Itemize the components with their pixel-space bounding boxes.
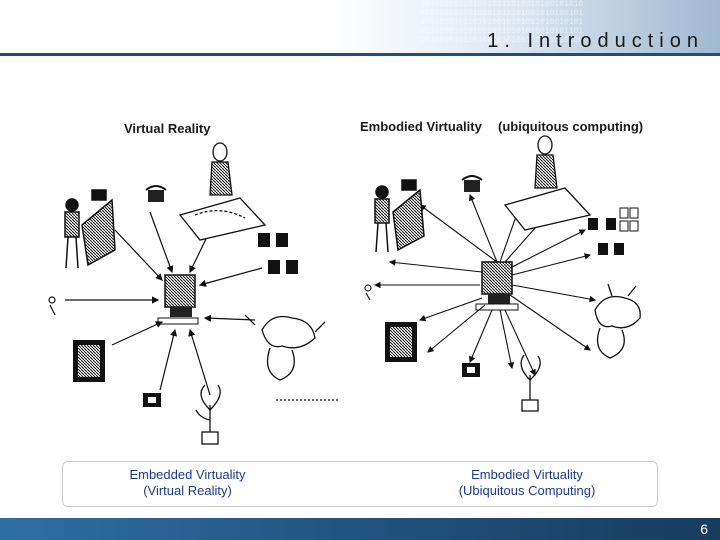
device-grid-icon	[588, 207, 639, 255]
outward-arrows	[373, 193, 597, 376]
binary-pattern-decoration: 1010101011010010111010010100101010 01011…	[420, 0, 584, 45]
cartoon-figure-icon	[594, 283, 641, 359]
telephone-icon	[145, 185, 167, 202]
camera-icon	[143, 393, 161, 407]
page-number: 6	[700, 521, 708, 537]
central-computer-icon	[157, 274, 199, 325]
person-drafting-icon	[374, 179, 425, 253]
display-panel-icon	[73, 340, 105, 382]
caption-box	[62, 461, 658, 507]
display-panel-icon	[385, 322, 417, 362]
right-caption-line1: Embodied Virtuality	[471, 467, 583, 482]
right-caption: Embodied Virtuality (Ubiquitous Computin…	[432, 467, 622, 499]
telephone-icon	[461, 175, 483, 192]
plant-icon	[520, 354, 541, 412]
stylus-icon	[364, 284, 372, 301]
stylus-icon	[48, 296, 56, 316]
slide-header: 1010101011010010111010010100101010 01011…	[0, 0, 720, 55]
virtual-reality-panel	[48, 142, 340, 445]
right-caption-line2: (Ubiquitous Computing)	[458, 483, 596, 498]
central-computer-icon	[475, 261, 519, 311]
embodied-virtuality-panel	[364, 135, 641, 412]
cartoon-figure-icon	[244, 314, 340, 401]
left-caption-line2: (Virtual Reality)	[143, 483, 232, 498]
camera-icon	[462, 363, 480, 377]
device-grid-icon	[258, 233, 298, 274]
slide-footer	[0, 518, 720, 540]
embodied-virtuality-label: Embodied Virtuality	[360, 119, 482, 134]
person-desk-icon	[178, 142, 267, 241]
ubiquitous-computing-label: (ubiquitous computing)	[498, 119, 644, 134]
person-desk-icon	[503, 135, 592, 231]
left-caption: Embedded Virtuality (Virtual Reality)	[100, 467, 275, 499]
inward-arrows	[65, 209, 263, 396]
slide-title: 1. Introduction	[487, 30, 704, 52]
person-drafting-icon	[64, 189, 116, 269]
left-caption-line1: Embedded Virtuality	[129, 467, 246, 482]
virtual-reality-label: Virtual Reality	[124, 121, 211, 136]
plant-icon	[195, 384, 221, 445]
header-rule	[0, 53, 720, 56]
